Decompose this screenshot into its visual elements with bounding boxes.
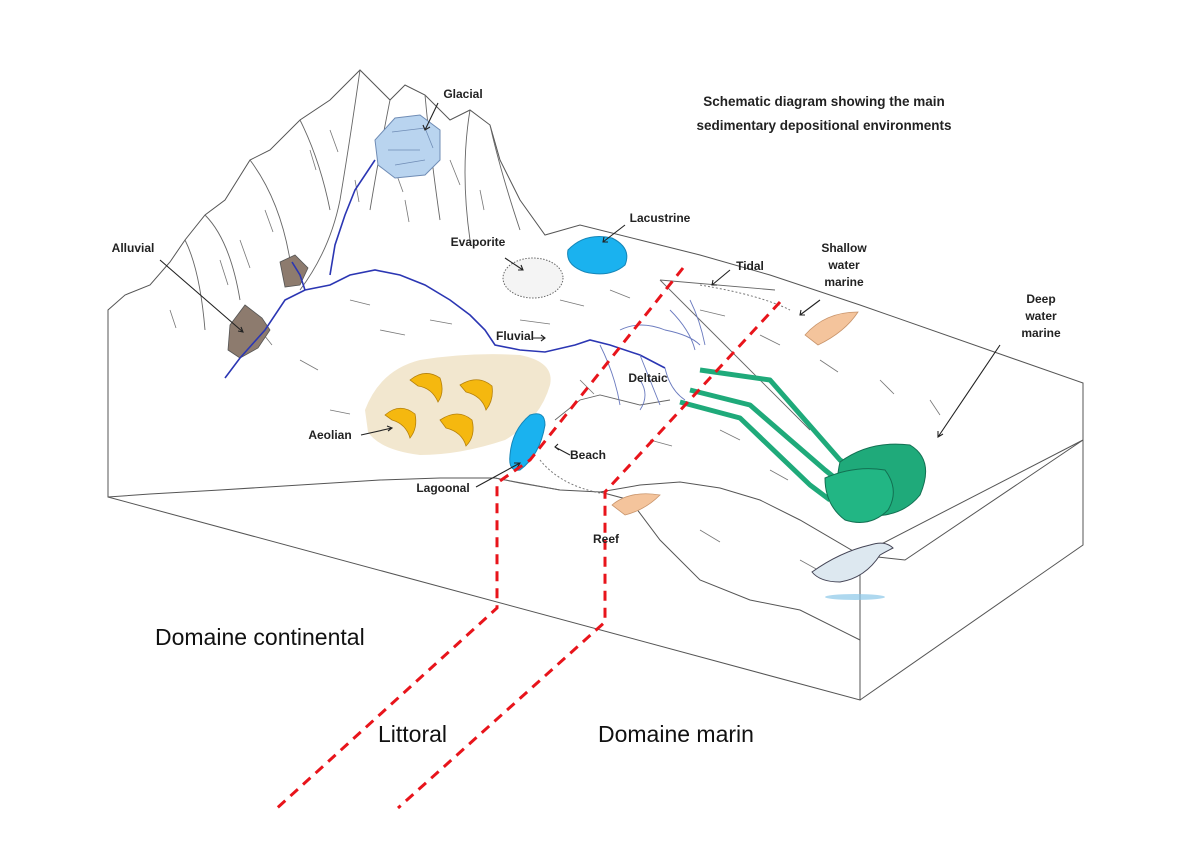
reef-shelf [611, 493, 661, 516]
littoral-marine-boundary [396, 300, 782, 810]
label-domaine-marin: Domaine marin [598, 721, 754, 747]
continental-littoral-boundary [273, 267, 685, 812]
label-shallow-marine-1: Shallow [821, 241, 867, 255]
block-diagram [107, 69, 1084, 701]
label-evaporite: Evaporite [451, 235, 506, 249]
label-littoral: Littoral [378, 721, 447, 747]
turbidite-system [679, 367, 927, 523]
domain-boundaries [273, 267, 782, 812]
delta-channels [599, 299, 706, 411]
block-inner-edge [859, 439, 1084, 556]
label-shallow-marine-2: water [827, 258, 860, 272]
alluvial-fan [227, 304, 271, 359]
shelf-edge [494, 279, 811, 491]
label-deep-marine-2: water [1024, 309, 1057, 323]
label-reef: Reef [593, 532, 620, 546]
label-deltaic: Deltaic [628, 371, 668, 385]
whale-icon [811, 542, 894, 600]
label-deep-marine-3: marine [1021, 326, 1061, 340]
diagram-title-line2: sedimentary depositional environments [696, 118, 951, 133]
label-shallow-marine-3: marine [824, 275, 864, 289]
block-side-top [859, 383, 1084, 701]
label-lagoonal: Lagoonal [416, 481, 469, 495]
label-aeolian: Aeolian [308, 428, 351, 442]
leader-arrows [159, 102, 1001, 488]
label-tidal: Tidal [736, 259, 764, 273]
diagram-title-line1: Schematic diagram showing the main [703, 94, 945, 109]
dunes [384, 373, 493, 447]
label-lacustrine: Lacustrine [630, 211, 691, 225]
label-deep-marine-1: Deep [1026, 292, 1055, 306]
reef-shallow [804, 311, 859, 346]
fluvial-river [224, 159, 666, 379]
beach-line [539, 459, 601, 494]
label-domaine-continental: Domaine continental [155, 624, 365, 650]
label-alluvial: Alluvial [112, 241, 155, 255]
evaporite-basin [502, 257, 564, 299]
glacier [374, 114, 441, 179]
label-glacial: Glacial [443, 87, 482, 101]
label-beach: Beach [570, 448, 606, 462]
tidal-flat-line [699, 284, 791, 311]
lacustrine-lake [567, 236, 628, 275]
label-fluvial: Fluvial [496, 329, 534, 343]
